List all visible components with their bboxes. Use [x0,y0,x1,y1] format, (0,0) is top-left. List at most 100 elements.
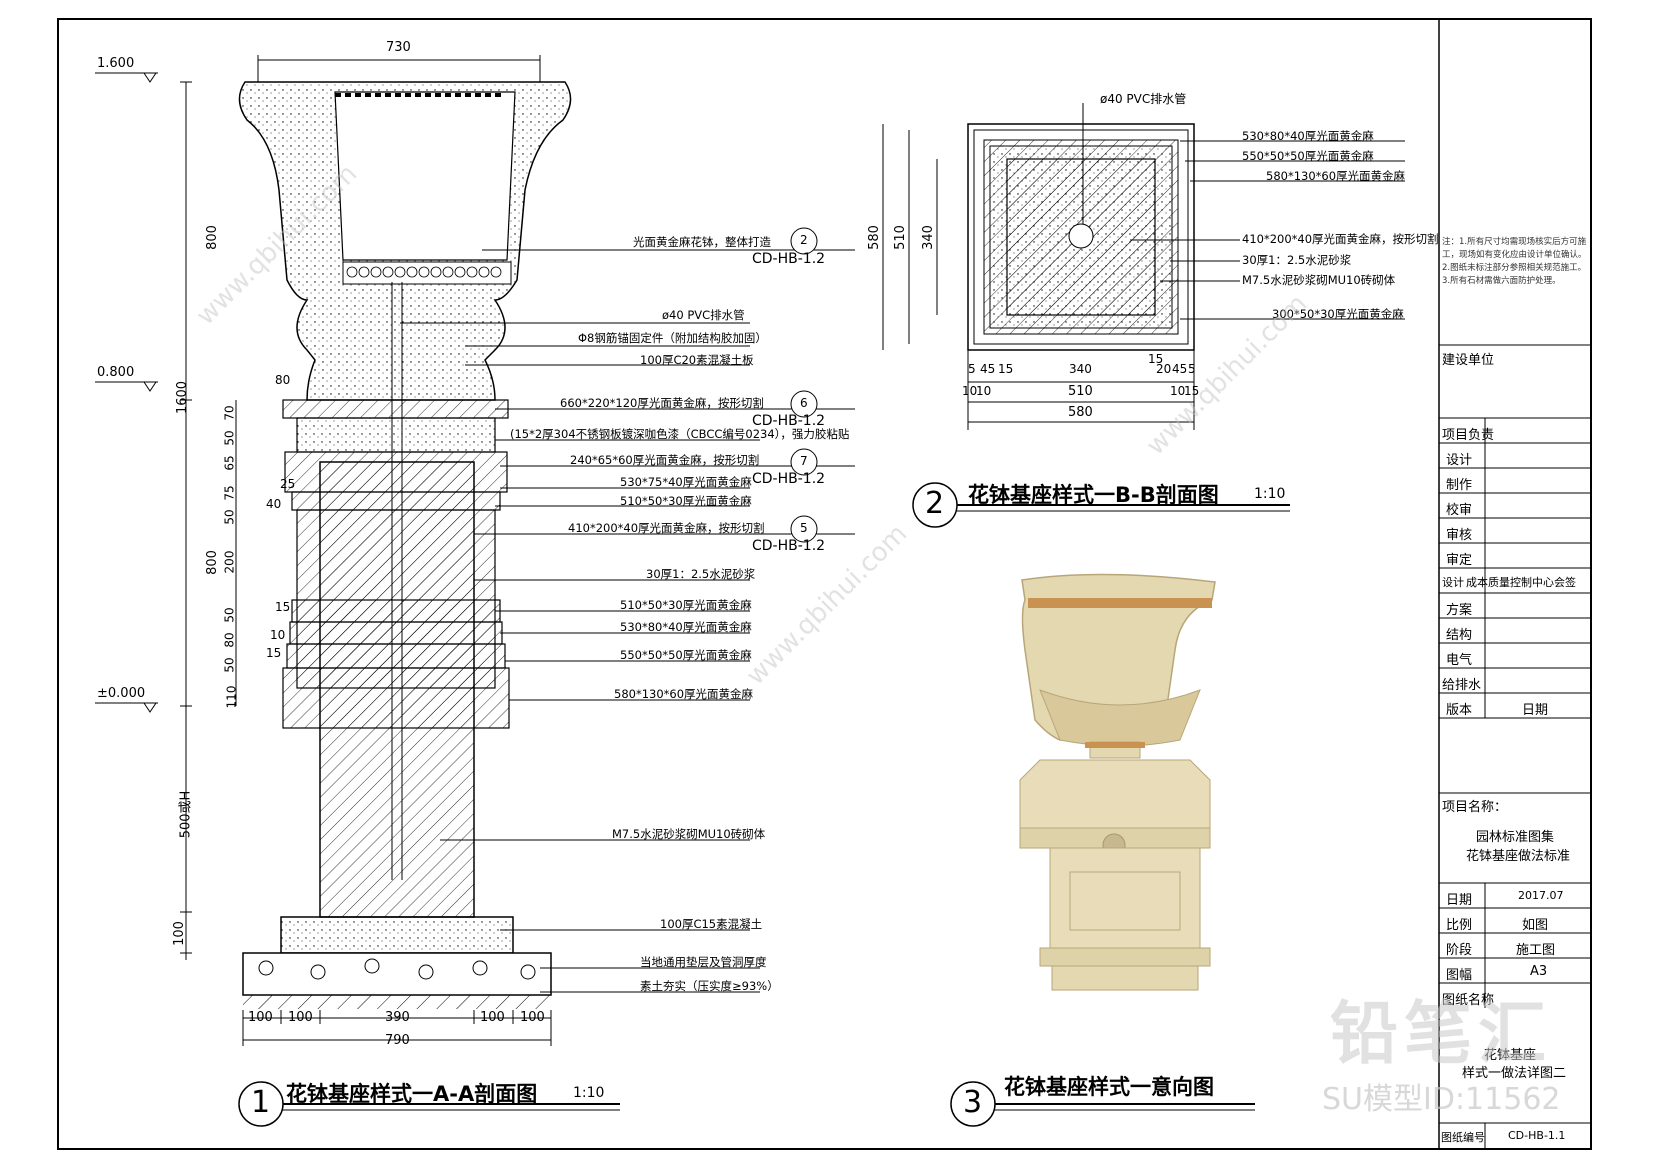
b-title-scale: 1:10 [1254,486,1286,502]
a-sheet-7: CD-HB-1.2 [752,471,826,487]
a-base-w2: 100 [288,1010,313,1025]
a-dim-1600: 1600 [175,380,191,415]
a-small-80: 80 [222,632,237,648]
a-callout-3: 100厚C20素混凝土板 [640,353,754,367]
a-elev-mid: 0.800 [97,365,135,380]
b-title-number: 2 [925,486,945,521]
tb-size-label: 图幅 [1446,968,1473,983]
b-left-580: 580 [866,225,882,250]
a-base-total: 790 [385,1033,410,1048]
a-small-65: 65 [222,455,237,471]
b-title: 花钵基座样式一B-B剖面图 [968,483,1219,507]
b-callout-3: 410*200*40厚光面黄金麻，按形切割 [1242,232,1439,246]
b-b2-4: 15 [1184,384,1200,398]
tb-scale-label: 比例 [1446,918,1473,933]
b-b1-4: 15 [1148,352,1164,366]
watermark-brand: 铅笔汇 [1330,995,1553,1074]
b-callout-2: 580*130*60厚光面黄金麻 [1266,169,1406,183]
tb-row-0-label: 项目负责 [1442,428,1495,443]
tb-row-1-label: 设计 [1446,453,1473,468]
a-offset-80: 80 [275,373,291,387]
tb-project-name1: 园林标准图集 [1476,830,1555,845]
tb-row-7-label: 方案 [1446,603,1473,618]
a-base-w3: 390 [385,1010,410,1025]
b-left-510: 510 [892,225,908,250]
b-b1-7: 5 [1188,362,1196,376]
tb-note-1: 2.图纸未标注部分参照相关规范施工。 [1442,263,1587,273]
b-b1-5: 20 [1156,362,1172,376]
a-sheet-2: CD-HB-1.2 [752,251,826,267]
b-callout-1: 550*50*50厚光面黄金麻 [1242,149,1374,163]
section-a [95,55,855,1127]
a-callout-10: 30厚1：2.5水泥砂浆 [646,567,756,581]
b-b1-1: 45 [980,362,996,376]
watermark-model-id: SU模型ID:11562 [1322,1082,1561,1117]
b-b2-1: 10 [976,384,992,398]
b-b2-0: 10 [962,384,978,398]
b-callout-0: 530*80*40厚光面黄金麻 [1242,129,1374,143]
b-callout-5: M7.5水泥砂浆砌MU10砖砌体 [1242,273,1396,287]
a-callout-11: 510*50*30厚光面黄金麻 [620,598,752,612]
a-small-50d: 50 [222,657,237,673]
a-small-75: 75 [222,485,237,501]
tb-date-label: 日期 [1446,893,1473,908]
tb-sheet-value: CD-HB-1.1 [1508,1129,1566,1142]
a-base-w1: 100 [248,1010,273,1025]
c-title: 花钵基座样式一意向图 [1004,1075,1214,1099]
tb-row-2-label: 制作 [1446,478,1473,493]
a-base-w5: 100 [520,1010,545,1025]
a-callout-0: 光面黄金麻花钵，整体打造 [633,235,771,249]
a-callout-8: 510*50*30厚光面黄金麻 [620,494,752,508]
tb-row-3-label: 校审 [1446,503,1473,518]
b-callout-4: 30厚1：2.5水泥砂浆 [1242,253,1352,267]
a-callout-16: 100厚C15素混凝土 [660,917,763,931]
a-offset-15a: 15 [275,600,291,614]
a-title: 花钵基座样式一A-A剖面图 [286,1082,538,1106]
tb-row-8-label: 结构 [1446,628,1473,643]
tb-row-5-label: 审定 [1446,553,1473,568]
a-dim-800-bot: 800 [204,550,220,575]
tb-date-value: 2017.07 [1518,889,1564,902]
a-sheet-6: CD-HB-1.2 [752,413,826,429]
tb-row-10-label: 给排水 [1442,678,1482,693]
a-small-70: 70 [222,405,237,421]
tb-row-4-label: 审核 [1446,528,1473,543]
a-offset-40: 40 [266,497,282,511]
tb-row-9-label: 电气 [1446,653,1473,668]
a-small-50a: 50 [222,430,237,446]
b-callout-6: 300*50*30厚光面黄金麻 [1272,307,1404,321]
a-sheet-5: CD-HB-1.2 [752,538,826,554]
a-callout-12: 530*80*40厚光面黄金麻 [620,620,752,634]
b-bottom-total: 580 [1068,405,1093,420]
a-dim-800-top: 800 [204,225,220,250]
a-callout-17: 当地通用垫层及管洞厚度 [640,955,767,969]
outer-frame [57,18,1592,1150]
tb-sheet-label: 图纸编号 [1441,1131,1485,1144]
a-elev-top: 1.600 [97,56,135,71]
a-ref-5: 5 [800,521,808,535]
a-callout-1: ø40 PVC排水管 [662,308,745,322]
tb-drawing-name1: 花钵基座 [1484,1048,1537,1063]
tb-version-label: 版本 [1446,703,1473,718]
a-callout-18: 素土夯实（压实度≥93%） [640,979,779,993]
b-b1-2: 15 [998,362,1014,376]
section-c-illustration [950,573,1255,1127]
a-callout-2: Φ8钢筋锚固定件（附加结构胶加固） [578,331,767,345]
a-callout-9: 410*200*40厚光面黄金麻，按形切割 [568,521,765,535]
tb-drawing-label: 图纸名称 [1442,993,1495,1008]
tb-stage-label: 阶段 [1446,943,1473,958]
tb-project-name2: 花钵基座做法标准 [1466,849,1571,864]
a-small-50b: 50 [222,509,237,525]
b-left-340: 340 [920,225,936,250]
b-b2-2: 510 [1068,384,1093,399]
a-ref-2: 2 [800,233,808,247]
tb-date-col: 日期 [1522,703,1549,718]
a-callout-7: 530*75*40厚光面黄金麻 [620,475,752,489]
a-top-width: 730 [386,40,411,55]
tb-drawing-name2: 样式一做法详图二 [1462,1066,1567,1081]
b-b2-3: 10 [1170,384,1186,398]
a-offset-25: 25 [280,477,296,491]
a-callout-6: 240*65*60厚光面黄金麻，按形切割 [570,453,760,467]
a-ref-7: 7 [800,454,808,468]
a-small-110: 110 [224,685,239,709]
